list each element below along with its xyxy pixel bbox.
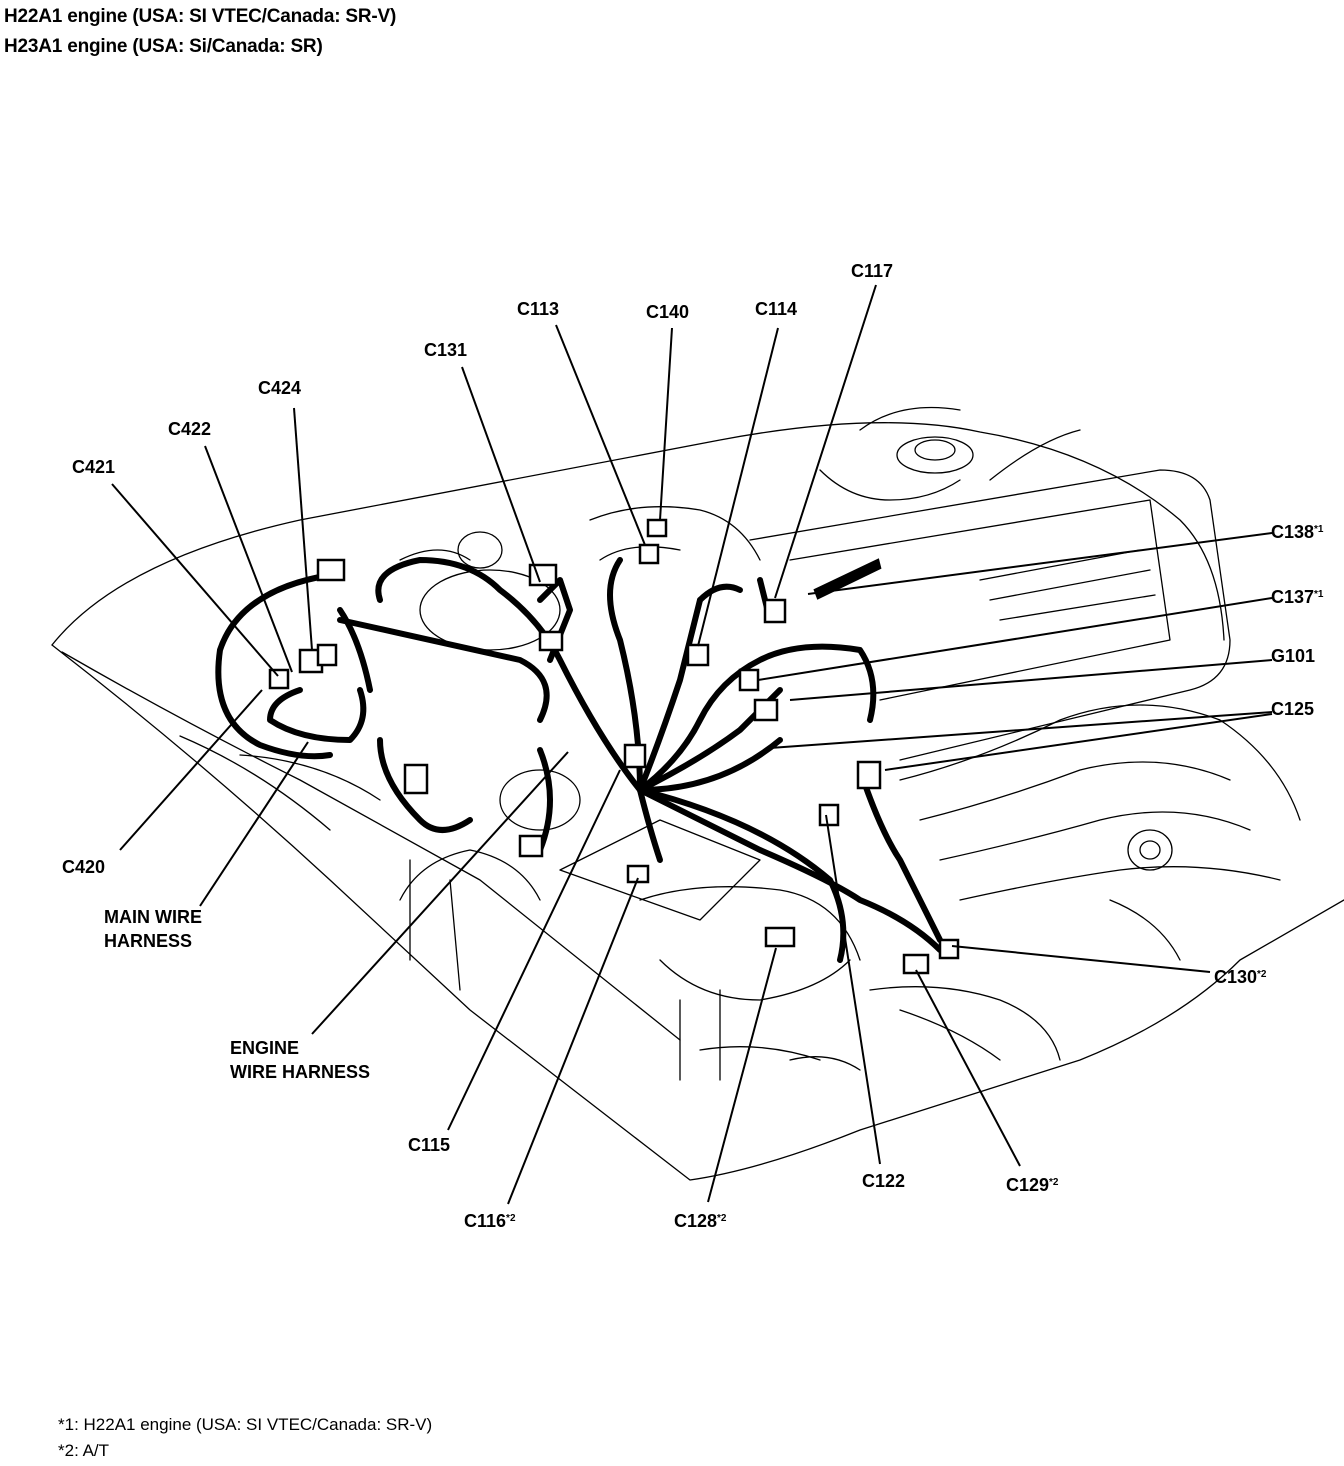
label-main-wire-harness: MAIN WIRE HARNESS	[104, 905, 202, 953]
label-c116-mark: *2	[506, 1213, 516, 1224]
connectors	[268, 518, 960, 975]
label-c140: C140	[646, 302, 690, 322]
engine-harness-line-1: ENGINE	[230, 1038, 300, 1058]
label-c137-mark: *1	[1314, 589, 1324, 600]
diagram-header: H22A1 engine (USA: SI VTEC/Canada: SR-V)…	[4, 2, 396, 62]
wire-harness	[215, 557, 943, 963]
label-c128: C128*2	[674, 1208, 726, 1232]
label-c421: C421	[72, 457, 116, 477]
label-c113: C113	[517, 299, 560, 319]
label-c130-text: C130	[1214, 967, 1258, 987]
label-c138-text: C138	[1271, 522, 1315, 542]
label-c115: C115	[408, 1135, 451, 1155]
label-c116: C116*2	[464, 1208, 516, 1232]
label-c424: C424	[258, 378, 302, 398]
label-c138-mark: *1	[1314, 524, 1324, 535]
main-harness-line-1: MAIN WIRE	[104, 907, 202, 927]
label-c128-text: C128	[674, 1211, 718, 1231]
engine-harness-line-2: WIRE HARNESS	[230, 1062, 371, 1082]
label-c128-mark: *2	[717, 1213, 727, 1224]
label-c137-text: C137	[1271, 587, 1315, 607]
label-c131: C131	[424, 340, 468, 360]
label-engine-wire-harness: ENGINE WIRE HARNESS	[230, 1036, 370, 1084]
label-c138: C138*1	[1271, 519, 1323, 543]
leader-lines	[111, 284, 1273, 1205]
label-g101: G101	[1271, 646, 1316, 666]
label-c420: C420	[62, 857, 106, 877]
label-c117: C117	[851, 261, 894, 281]
label-c129-text: C129	[1006, 1175, 1050, 1195]
label-c116-text: C116	[464, 1211, 507, 1231]
header-line-2: H23A1 engine (USA: Si/Canada: SR)	[4, 36, 323, 57]
label-c114: C114	[755, 299, 798, 319]
label-c137: C137*1	[1271, 584, 1323, 608]
header-line-1: H22A1 engine (USA: SI VTEC/Canada: SR-V)	[4, 6, 397, 27]
label-c125: C125	[1271, 699, 1315, 719]
label-c130: C130*2	[1214, 964, 1266, 988]
label-c122: C122	[862, 1171, 906, 1191]
footnote-1: *1: H22A1 engine (USA: SI VTEC/Canada: S…	[58, 1415, 433, 1434]
footnotes: *1: H22A1 engine (USA: SI VTEC/Canada: S…	[58, 1412, 432, 1464]
footnote-2: *2: A/T	[58, 1441, 110, 1460]
label-c129: C129*2	[1006, 1172, 1058, 1196]
label-c129-mark: *2	[1049, 1177, 1059, 1188]
main-harness-line-2: HARNESS	[104, 931, 193, 951]
label-c130-mark: *2	[1257, 969, 1267, 980]
label-c422: C422	[168, 419, 212, 439]
